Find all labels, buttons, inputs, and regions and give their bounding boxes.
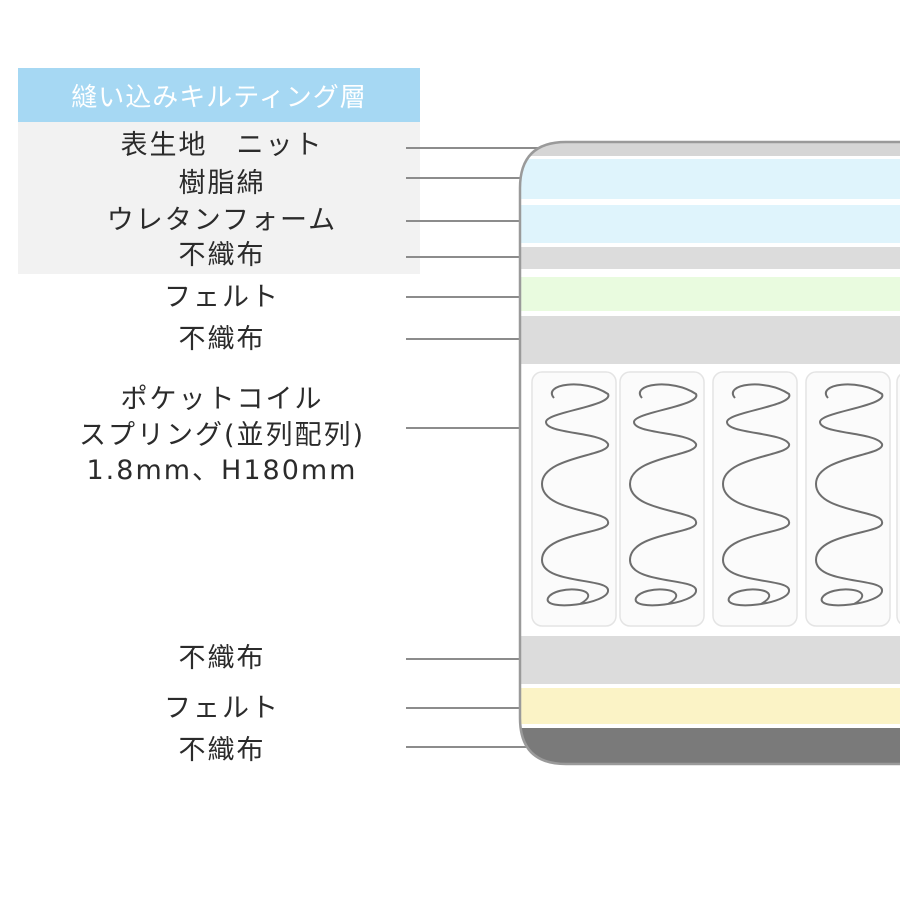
leader-line-resin-cotton xyxy=(406,177,546,179)
coil-pocket xyxy=(531,371,617,627)
coil-spring xyxy=(721,383,791,607)
layer-nonwoven-1 xyxy=(520,247,900,269)
label-nonwoven-2: 不織布 xyxy=(178,324,266,355)
coil-pocket xyxy=(805,371,891,627)
leader-line-surface xyxy=(406,147,546,149)
layer-urethane xyxy=(520,205,900,243)
coil-spring xyxy=(814,383,884,607)
quilting-layer-title: 縫い込みキルティング層 xyxy=(71,82,367,113)
label-felt-1: フェルト xyxy=(164,282,280,313)
label-pocket-coil-line-3: 1.8mm、H180mm xyxy=(86,455,358,486)
leader-line-urethane xyxy=(406,220,546,222)
layer-nonwoven-4 xyxy=(520,728,900,764)
layer-resin-cotton xyxy=(520,159,900,199)
label-resin-cotton: 樹脂綿 xyxy=(178,168,266,199)
leader-line-nonwoven-3 xyxy=(406,658,546,660)
leader-line-pocket-coil xyxy=(406,427,546,429)
layer-nonwoven-3 xyxy=(520,636,900,684)
pocket-coils xyxy=(531,371,900,627)
label-pocket-coil-line-1: ポケットコイル xyxy=(120,384,324,415)
leader-line-nonwoven-2 xyxy=(406,338,546,340)
label-nonwoven-3: 不織布 xyxy=(178,643,266,674)
leader-line-felt-1 xyxy=(406,296,546,298)
leader-line-felt-2 xyxy=(406,707,546,709)
label-nonwoven-1: 不織布 xyxy=(178,240,266,271)
label-urethane: ウレタンフォーム xyxy=(106,205,338,236)
layer-surface xyxy=(520,142,900,156)
coil-pocket xyxy=(619,371,705,627)
layer-felt-1 xyxy=(520,277,900,311)
coil-spring xyxy=(628,383,698,607)
mattress-outline xyxy=(518,140,900,766)
quilting-layer-box xyxy=(18,122,420,274)
quilting-layer-header: 縫い込みキルティング層 xyxy=(18,68,420,122)
leader-line-nonwoven-4 xyxy=(406,746,546,748)
label-felt-2: フェルト xyxy=(164,693,280,724)
coil-spring xyxy=(540,383,610,607)
layer-nonwoven-2 xyxy=(520,316,900,364)
coil-pocket xyxy=(712,371,798,627)
leader-line-nonwoven-1 xyxy=(406,256,546,258)
label-nonwoven-4: 不織布 xyxy=(178,735,266,766)
label-surface: 表生地 ニット xyxy=(120,130,324,161)
coil-pocket xyxy=(896,373,900,625)
layer-felt-2 xyxy=(520,688,900,724)
label-pocket-coil-line-2: スプリング(並列配列) xyxy=(78,420,366,451)
